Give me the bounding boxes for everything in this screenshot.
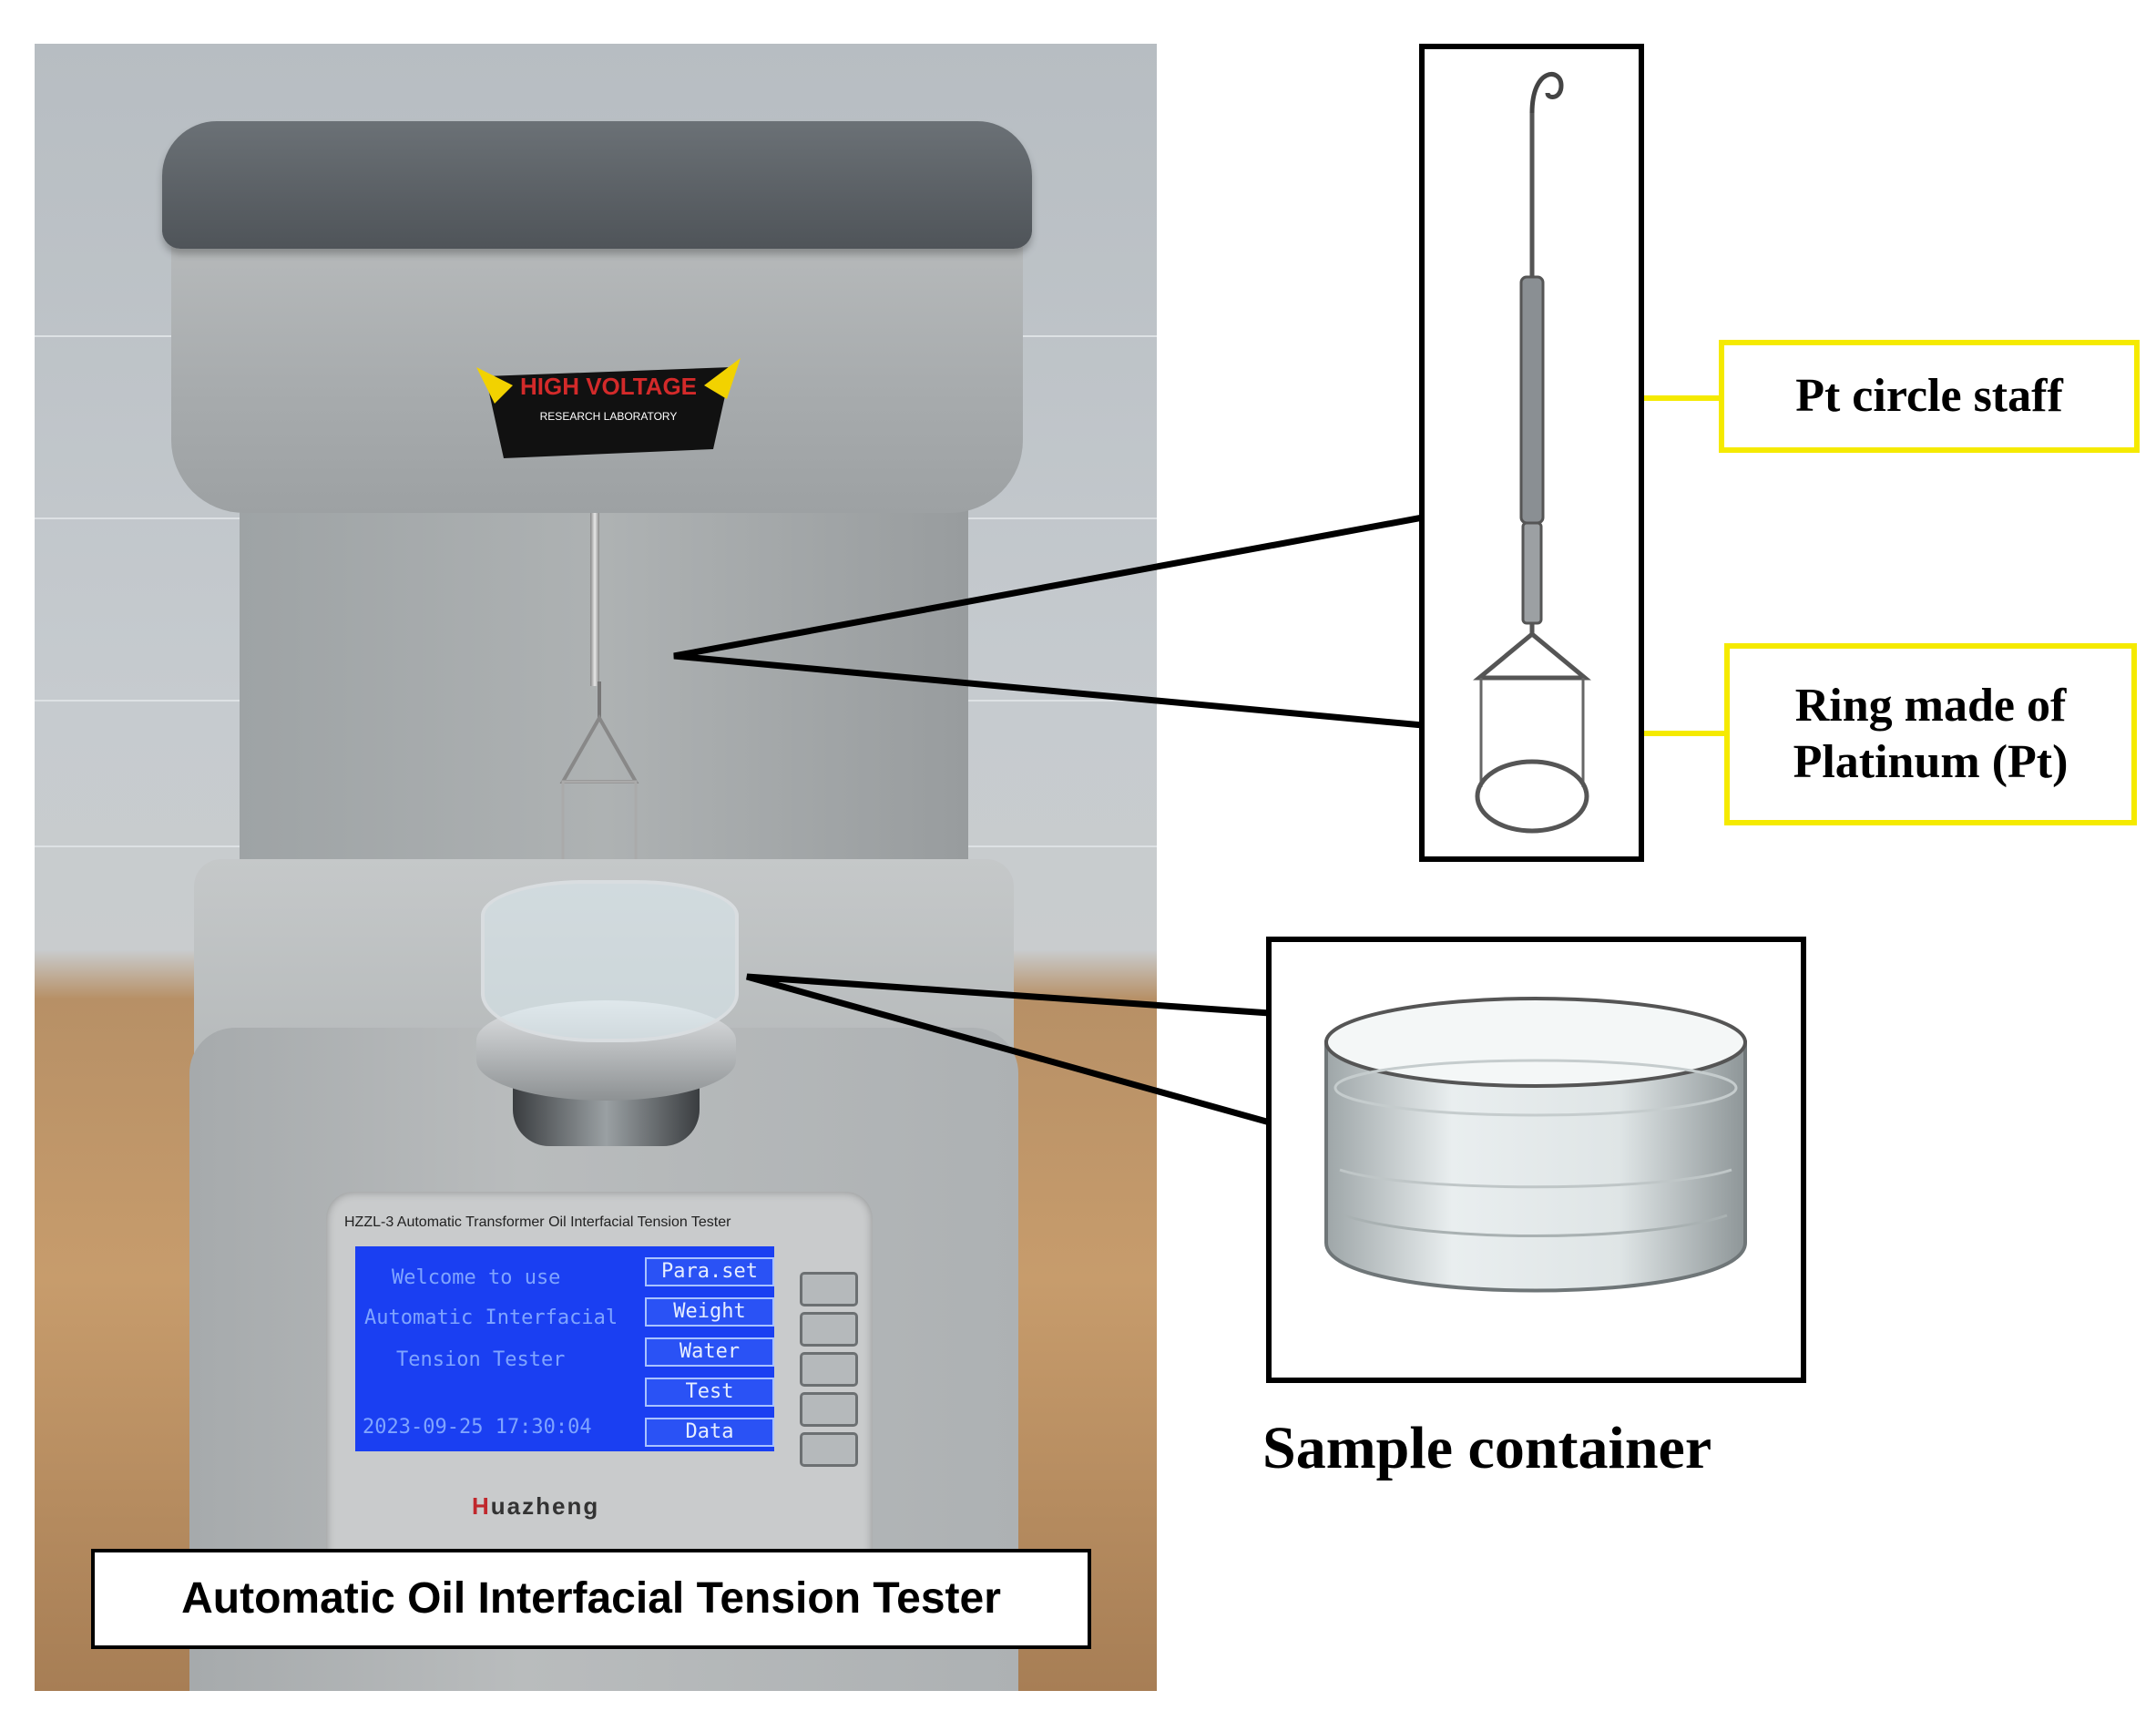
badge-line: RESEARCH LABORATORY xyxy=(540,410,678,423)
glass-beaker-icon xyxy=(1324,997,1747,1293)
main-caption-box: Automatic Oil Interfacial Tension Tester xyxy=(91,1549,1091,1649)
sample-container-caption: Sample container xyxy=(1262,1415,1712,1481)
sample-container-box xyxy=(1266,937,1806,1383)
main-caption: Automatic Oil Interfacial Tension Tester xyxy=(181,1574,1001,1623)
probe-rod xyxy=(590,513,599,686)
lcd-button-weight[interactable]: Weight xyxy=(645,1297,774,1327)
lcd-button-water[interactable]: Water xyxy=(645,1337,774,1367)
staff-label: Pt circle staff xyxy=(1795,369,2063,422)
side-key[interactable] xyxy=(800,1272,858,1306)
lcd-button-data[interactable]: Data xyxy=(645,1418,774,1447)
lcd-datetime: 2023-09-25 17:30:04 xyxy=(363,1416,592,1439)
lcd-welcome-line: Automatic Interfacial xyxy=(364,1306,618,1329)
device-head xyxy=(171,212,1023,513)
lcd-welcome-line: Tension Tester xyxy=(396,1348,566,1371)
side-key[interactable] xyxy=(800,1352,858,1387)
device-top-cap xyxy=(162,121,1032,249)
brand-logo: Huazheng xyxy=(472,1492,745,1529)
ring-label: Ring made of Platinum (Pt) xyxy=(1793,678,2069,792)
side-key[interactable] xyxy=(800,1312,858,1347)
side-key[interactable] xyxy=(800,1392,858,1427)
lab-logo-badge: HIGH VOLTAGE RESEARCH LABORATORY xyxy=(476,358,741,458)
sample-cup xyxy=(481,880,739,1042)
lcd-button-test[interactable]: Test xyxy=(645,1378,774,1407)
ring-label-line: Ring made of xyxy=(1794,679,2067,732)
hook-ring-probe-icon xyxy=(1473,72,1591,834)
badge-title: HIGH VOLTAGE xyxy=(520,373,697,400)
lcd-welcome-line: Welcome to use xyxy=(392,1266,561,1289)
device-photo: HIGH VOLTAGE RESEARCH LABORATORY HZZL-3 … xyxy=(35,44,1157,1691)
lcd-button-para-set[interactable]: Para.set xyxy=(645,1257,774,1286)
model-strip: HZZL-3 Automatic Transformer Oil Interfa… xyxy=(344,1214,731,1230)
brand-accent-letter: H xyxy=(472,1492,491,1520)
ring-label-line: Platinum (Pt) xyxy=(1793,736,2069,788)
ring-label-box: Ring made of Platinum (Pt) xyxy=(1724,643,2137,825)
staff-label-box: Pt circle staff xyxy=(1719,340,2140,453)
brand-name: uazheng xyxy=(490,1492,600,1520)
side-key[interactable] xyxy=(800,1432,858,1467)
ring-detail-box xyxy=(1419,44,1644,862)
